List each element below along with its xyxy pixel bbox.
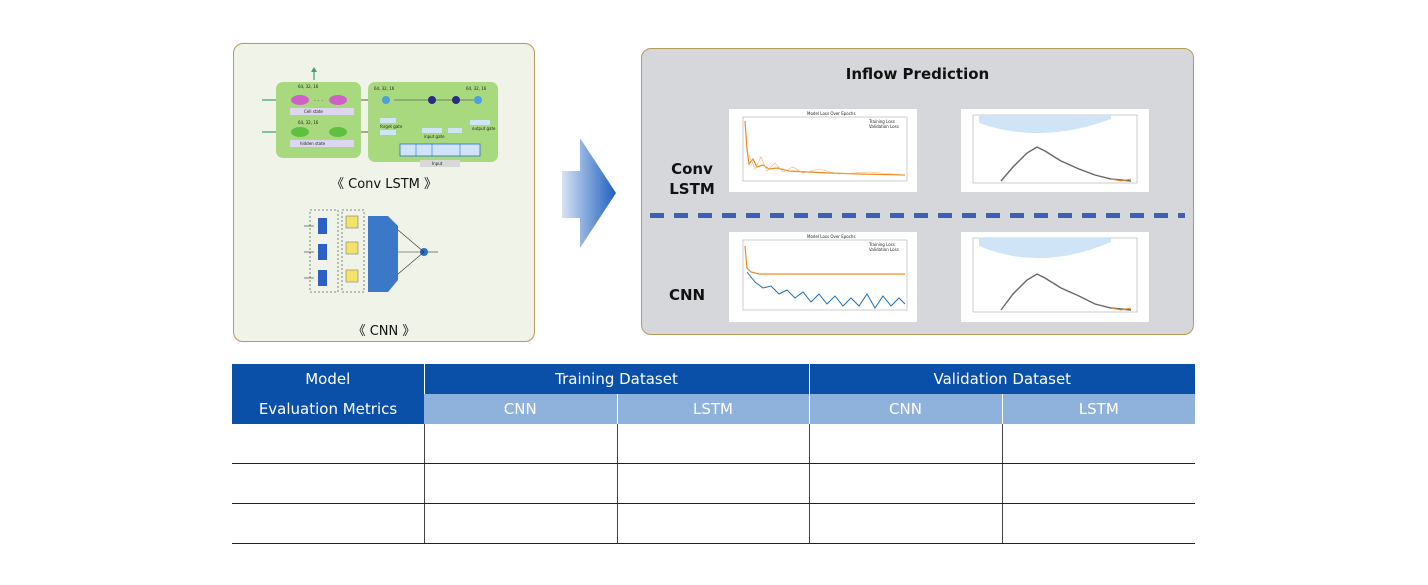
- table-cell: [232, 503, 424, 544]
- conv-lstm-diagram: · · ·: [262, 67, 498, 167]
- panel-title: Inflow Prediction: [845, 65, 990, 83]
- dims-label: 64, 32, 16: [466, 86, 487, 91]
- header-model: Model: [232, 364, 424, 394]
- table-header-row: Model Training Dataset Validation Datase…: [232, 364, 1196, 394]
- subheader-cnn: CNN: [424, 394, 617, 424]
- cnn-caption: 《 CNN 》: [352, 324, 416, 339]
- table-cell: [808, 424, 1003, 464]
- plot-title: Model Loss Over Epochs: [807, 234, 856, 239]
- table-cell: [423, 463, 617, 504]
- cell-state-label: Cell state: [304, 109, 323, 114]
- subheader-cnn: CNN: [808, 394, 1003, 424]
- legend-training: Training Loss: [869, 119, 895, 124]
- dims-label: 64, 32, 16: [298, 84, 319, 89]
- table-cell: [1001, 503, 1196, 544]
- row-label-line: Conv: [671, 160, 713, 178]
- legend-validation: Validation Loss: [869, 247, 899, 252]
- inflow-prediction-panel: Inflow Prediction Conv LSTM CNN Model Lo…: [641, 48, 1194, 335]
- table-cell: [423, 424, 617, 464]
- table-row: [232, 463, 1196, 504]
- cnn-inflow-plot: [961, 232, 1149, 322]
- input-label: Input: [432, 161, 443, 166]
- cnn-row-label: CNN: [668, 286, 706, 304]
- row-label-line: LSTM: [669, 180, 715, 198]
- plot-title: Model Loss Over Epochs: [807, 111, 856, 116]
- table-cell: [423, 503, 617, 544]
- forget-gate-label: forget gate: [380, 124, 403, 129]
- header-evaluation-metrics: Evaluation Metrics: [232, 394, 424, 424]
- table-cell: [232, 424, 424, 464]
- table-cell: [808, 503, 1003, 544]
- subheader-lstm: LSTM: [1001, 394, 1196, 424]
- table-cell: [232, 463, 424, 504]
- cnn-loss-plot: Model Loss Over Epochs Training Loss Val…: [729, 232, 917, 322]
- output-gate-label: output gate: [472, 126, 496, 131]
- table-cell: [616, 463, 810, 504]
- header-training-dataset: Training Dataset: [423, 364, 810, 394]
- legend-training: Training Loss: [869, 242, 895, 247]
- dims-label: 64, 32, 16: [298, 120, 319, 125]
- table-cell: [1001, 424, 1196, 464]
- table-cell: [808, 463, 1003, 504]
- table-cell: [616, 424, 810, 464]
- cnn-diagram: [304, 209, 438, 293]
- dims-label: 64, 32, 16: [374, 86, 395, 91]
- legend-validation: Validation Loss: [869, 124, 899, 129]
- conv-lstm-inflow-plot: [961, 109, 1149, 192]
- dashed-divider: [650, 213, 1185, 218]
- svg-text:· · ·: · · ·: [314, 98, 323, 104]
- conv-lstm-loss-plot: Model Loss Over Epochs Training Loss Val…: [729, 109, 917, 192]
- table-row: [232, 503, 1196, 544]
- conv-lstm-row-label: Conv LSTM: [662, 159, 722, 199]
- model-architecture-panel: · · · 64, 32, 16 Cell state 64, 32, 16 h…: [233, 43, 535, 342]
- hidden-state-label: hidden state: [300, 141, 326, 146]
- right-arrow-icon: [562, 138, 616, 248]
- subheader-lstm: LSTM: [616, 394, 810, 424]
- table-cell: [616, 503, 810, 544]
- evaluation-metrics-table: Model Training Dataset Validation Datase…: [232, 364, 1196, 544]
- table-subheader-row: Evaluation Metrics CNN LSTM CNN LSTM: [232, 394, 1196, 424]
- input-gate-label: input gate: [424, 134, 445, 139]
- conv-lstm-caption: 《 Conv LSTM 》: [330, 177, 437, 192]
- table-cell: [1001, 463, 1196, 504]
- header-validation-dataset: Validation Dataset: [808, 364, 1196, 394]
- table-row: [232, 424, 1196, 464]
